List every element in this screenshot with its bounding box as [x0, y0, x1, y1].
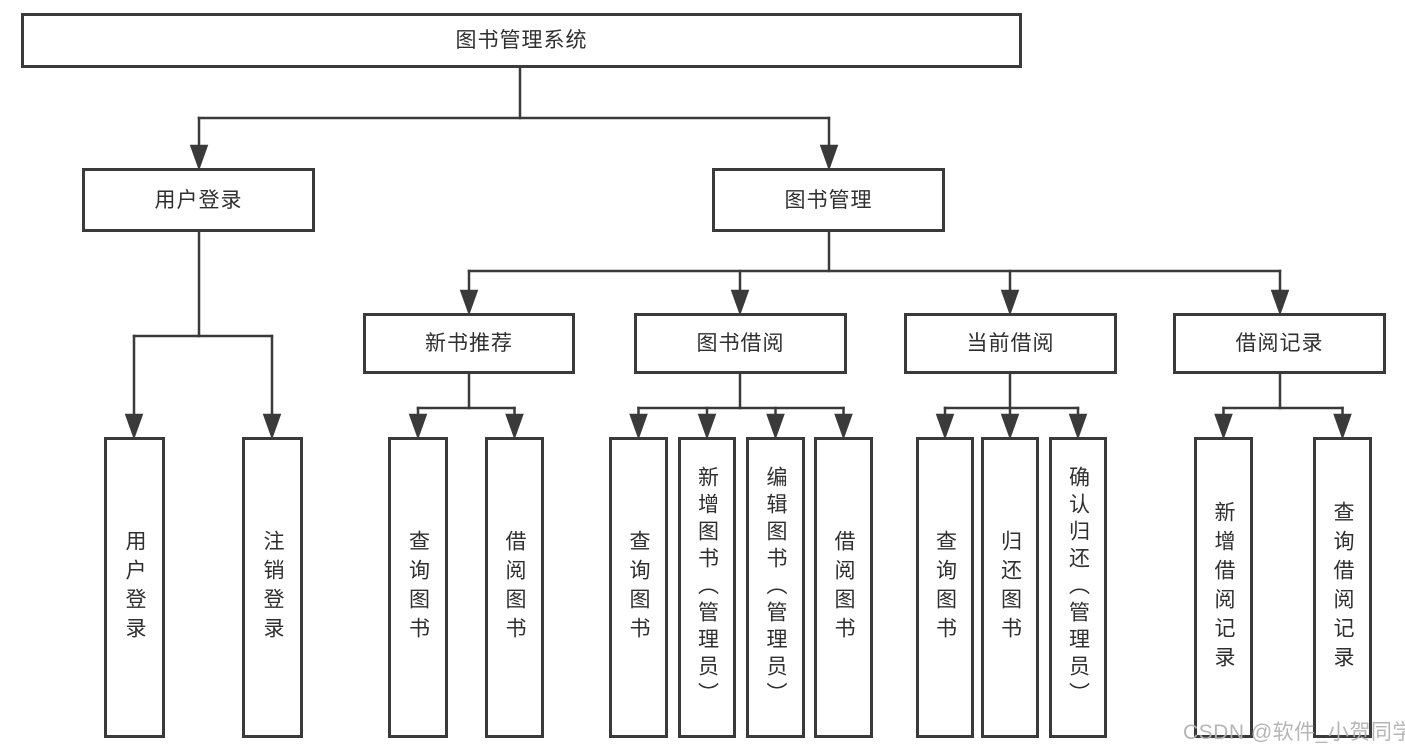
node-leaf-edit-books-admin: 编辑图书（管理员） — [746, 437, 805, 738]
node-leaf-borrow-books-recommend: 借阅图书 — [485, 437, 544, 738]
node-leaf-logout: 注销登录 — [242, 437, 303, 738]
node-current-borrowing: 当前借阅 — [904, 313, 1117, 374]
node-leaf-query-books-current: 查询图书 — [916, 437, 974, 738]
node-borrowing-records: 借阅记录 — [1173, 313, 1386, 374]
node-leaf-add-books-admin: 新增图书（管理员） — [678, 437, 736, 738]
node-leaf-query-books-borrow: 查询图书 — [609, 437, 668, 738]
node-leaf-confirm-return-admin: 确认归还（管理员） — [1049, 437, 1107, 738]
node-leaf-add-borrow-record: 新增借阅记录 — [1194, 437, 1253, 738]
node-leaf-return-books: 归还图书 — [981, 437, 1039, 738]
node-new-book-recommendation: 新书推荐 — [363, 313, 575, 374]
node-library-management-system: 图书管理系统 — [21, 13, 1022, 68]
node-leaf-query-borrow-record: 查询借阅记录 — [1313, 437, 1372, 738]
csdn-watermark: CSDN @软件_小贺同学 — [1183, 721, 1405, 744]
node-leaf-user-login: 用户登录 — [104, 437, 165, 738]
node-book-borrowing: 图书借阅 — [634, 313, 847, 374]
node-leaf-query-books-recommend: 查询图书 — [388, 437, 448, 738]
node-user-login: 用户登录 — [82, 168, 315, 232]
node-book-management: 图书管理 — [712, 168, 945, 232]
node-leaf-borrow-books: 借阅图书 — [814, 437, 873, 738]
